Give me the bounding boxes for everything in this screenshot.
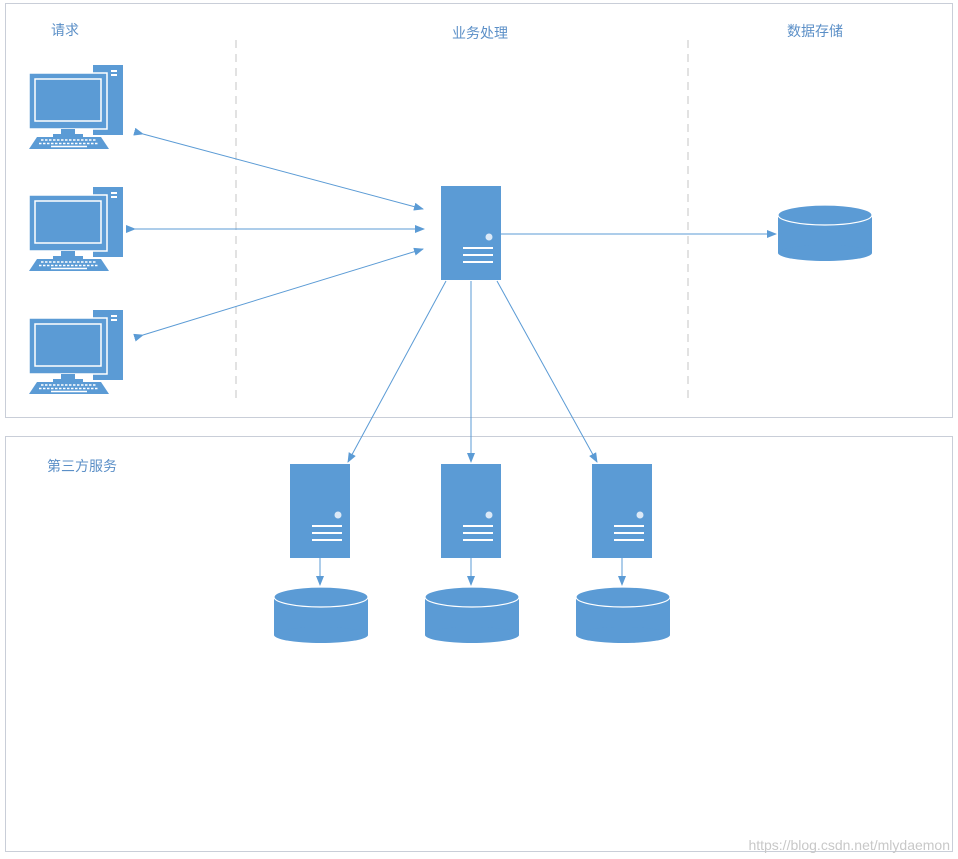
client-computer-icon: [28, 64, 124, 150]
business-server-icon: [441, 186, 501, 280]
client-computer-icon: [28, 186, 124, 272]
connector-arrow: [133, 127, 424, 211]
third-party-database-icon: [273, 586, 369, 644]
connector-arrow: [347, 280, 447, 463]
section-label-business: 业务处理: [452, 26, 508, 42]
third-party-database-icon: [424, 586, 520, 644]
third-party-database-icon: [575, 586, 671, 644]
section-label-storage: 数据存储: [787, 24, 843, 40]
third-party-server-icon: [441, 464, 501, 558]
storage-database-icon: [777, 204, 873, 262]
connector-arrow: [133, 247, 424, 342]
client-computer-icon: [28, 309, 124, 395]
section-label-third-party: 第三方服务: [47, 459, 117, 475]
watermark: https://blog.csdn.net/mlydaemon: [748, 837, 950, 853]
connector-arrow: [496, 280, 598, 463]
section-label-request: 请求: [51, 23, 79, 39]
third-party-server-icon: [290, 464, 350, 558]
third-party-server-icon: [592, 464, 652, 558]
